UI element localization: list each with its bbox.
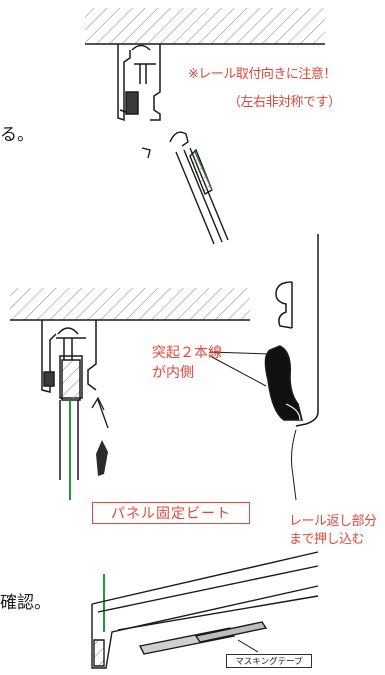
panel-with-bead xyxy=(141,131,229,245)
protrusion-label-line2: が内側 xyxy=(152,365,194,381)
cut-text-top: る。 xyxy=(0,125,34,145)
ceiling-hatch-middle xyxy=(10,288,250,321)
bead-piece xyxy=(91,396,109,476)
protrusion-label-line1: 突起２本線 xyxy=(152,345,222,361)
panel-bead-label: パネル固定ビート xyxy=(92,502,250,524)
asymmetric-note: （左右非対称です） xyxy=(228,95,341,110)
leader-lines xyxy=(209,351,297,501)
rail-return-label-line2: まで押し込む xyxy=(289,532,365,547)
rail-return-label-line1: レール返し部分 xyxy=(289,514,377,529)
masking-tape-figure xyxy=(91,551,319,669)
rail-return-detail xyxy=(264,234,319,427)
rail-profile-top xyxy=(117,44,161,122)
rail-direction-note: ※レール取付向きに注意！ xyxy=(188,67,336,82)
cut-text-bottom: 確認。 xyxy=(0,593,51,613)
masking-tape-label: マスキングテープ xyxy=(226,654,312,668)
ceiling-hatch-top xyxy=(85,8,325,45)
